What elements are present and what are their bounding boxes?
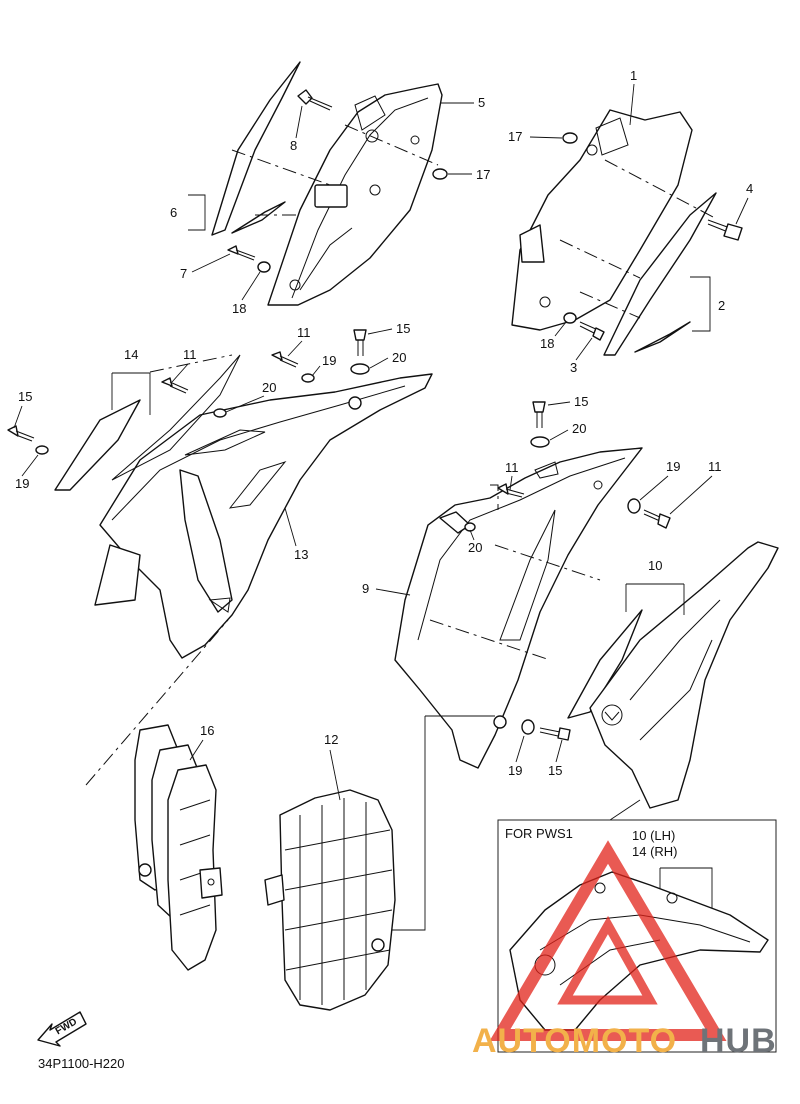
air-scoop-right[interactable] [394,447,643,769]
collar-18-right[interactable] [563,312,577,324]
grommet-19-bottom[interactable] [521,719,535,735]
callout-19a: 19 [322,353,336,368]
bolt-11-right[interactable] [497,483,525,498]
callout-11b: 11 [183,347,197,362]
bolt-4[interactable] [707,219,743,241]
callout-15c: 15 [574,394,588,409]
air-scoop-left[interactable] [99,373,433,659]
graphic-10[interactable] [567,541,779,809]
collar-18-left[interactable] [257,261,271,273]
grommet-19-right[interactable] [627,498,641,514]
graphic-6[interactable] [211,61,301,236]
callout-20a: 20 [392,350,406,365]
watermark-logo [489,840,727,1041]
washer-20-lower[interactable] [464,522,476,532]
callout-18b: 18 [540,336,554,351]
callout-8: 8 [290,138,297,153]
side-cover-right[interactable] [511,109,693,331]
callout-11a: 11 [297,325,311,340]
callout-17a: 17 [476,167,490,182]
bolt-3[interactable] [579,321,605,341]
bolt-11-left[interactable] [161,377,189,394]
callout-9: 9 [362,581,369,596]
bolt-15-bottom[interactable] [539,727,571,741]
callout-6: 6 [170,205,177,220]
side-cover-left[interactable] [267,83,443,306]
radiator-louver-left[interactable] [134,724,223,971]
grommet-19-leftedge[interactable] [35,445,49,455]
callout-19b: 19 [15,476,29,491]
callout-20c: 20 [572,421,586,436]
inset-label-lh: 10 (LH) [632,828,675,843]
grommet-17-right[interactable] [562,132,578,144]
callout-16: 16 [200,723,214,738]
washer-20-left[interactable] [213,408,227,418]
radiator-louver-right[interactable] [264,789,396,1011]
callout-7: 7 [180,266,187,281]
callout-5: 5 [478,95,485,110]
fwd-arrow-icon: FWD [37,1011,87,1047]
watermark-text-auto: AUTOMOTO [472,1022,677,1060]
callout-15b: 15 [18,389,32,404]
callout-20d: 20 [468,540,482,555]
diagram-code: 34P1100-H220 [38,1056,125,1071]
callout-10: 10 [648,558,662,573]
grommet-19-mid[interactable] [301,373,315,383]
bolt-15-leftedge[interactable] [7,425,35,442]
callout-15d: 15 [548,763,562,778]
callout-13: 13 [294,547,308,562]
bolt-11-far[interactable] [643,509,671,529]
callout-15a: 15 [396,321,410,336]
inset-label-rh: 14 (RH) [632,844,678,859]
bolt-15-top[interactable] [353,329,367,356]
callout-11d: 11 [708,459,722,474]
inset-title: FOR PWS1 [505,826,573,841]
callout-4: 4 [746,181,753,196]
bolt-15-right[interactable] [532,401,546,428]
watermark-text-hub: HUB [700,1022,777,1060]
callout-1: 1 [630,68,637,83]
grommet-17-left[interactable] [432,168,448,180]
callout-2: 2 [718,298,725,313]
callout-14: 14 [124,347,138,362]
washer-20-right[interactable] [530,436,550,448]
callout-19d: 19 [508,763,522,778]
callout-20b: 20 [262,380,276,395]
callout-11c: 11 [505,460,519,475]
bolt-7[interactable] [227,245,256,261]
callout-3: 3 [570,360,577,375]
washer-20-top[interactable] [350,363,370,375]
callout-19c: 19 [666,459,680,474]
bolt-8[interactable] [297,89,333,111]
callout-17b: 17 [508,129,522,144]
callout-12: 12 [324,732,338,747]
bolt-11-mid[interactable] [271,351,299,368]
graphic-14[interactable] [54,354,241,606]
callout-18a: 18 [232,301,246,316]
